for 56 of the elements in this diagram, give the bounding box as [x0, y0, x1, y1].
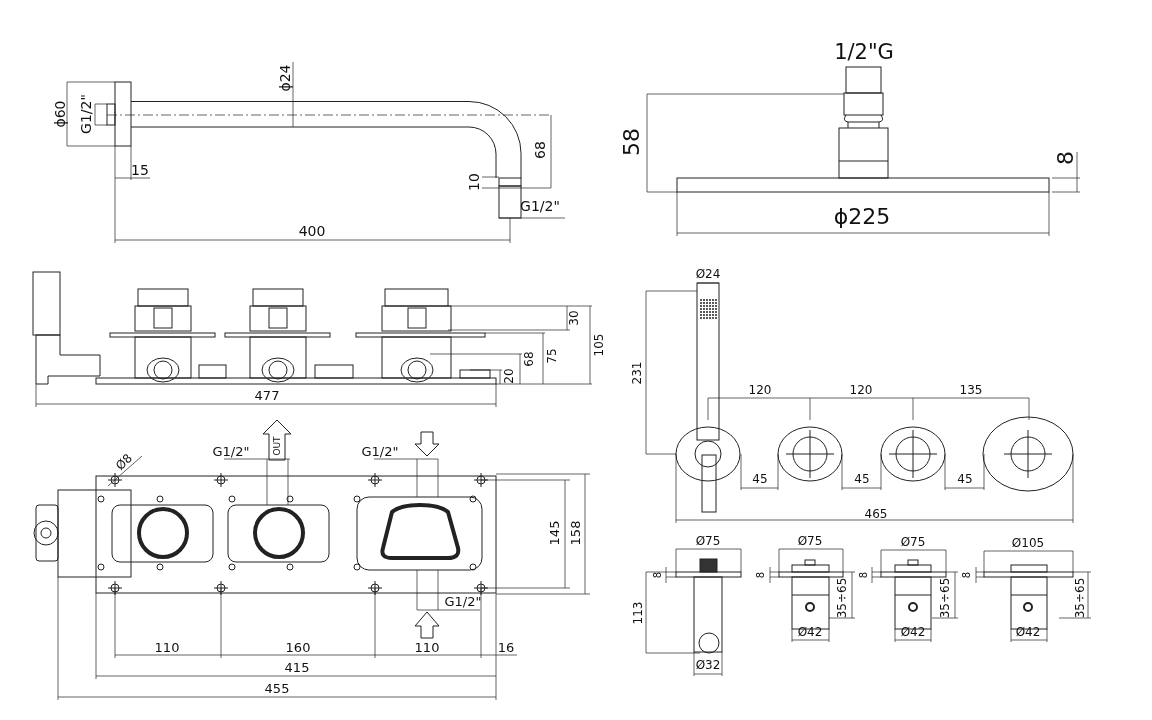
dimension-label: ϕ225 [833, 206, 891, 228]
dimension-label: 8 [859, 571, 869, 579]
dimension-label: 8 [1055, 151, 1077, 165]
dimension-label: Ø75 [900, 536, 926, 548]
dimension-label: 8 [756, 571, 766, 579]
dimension-label: Ø42 [1015, 626, 1041, 638]
dimension-label: Ø42 [797, 626, 823, 638]
dimension-label: ϕ60 [53, 100, 67, 128]
dimension-label: Ø75 [695, 535, 721, 547]
dimension-label: ϕ24 [278, 64, 292, 92]
dimension-label: 110 [154, 640, 180, 654]
port-label: OUT [272, 436, 282, 456]
dimension-label: 8 [653, 571, 663, 579]
dimension-label: 16 [497, 640, 515, 654]
dimension-label: Ø75 [797, 535, 823, 547]
dimension-label: 231 [631, 361, 643, 385]
dimension-label: 20 [503, 368, 515, 384]
dimension-label: Ø42 [900, 626, 926, 638]
dimension-label: 135 [959, 384, 983, 396]
dimension-label: 120 [748, 384, 772, 396]
dimension-label: 455 [264, 681, 290, 695]
dimension-label: 35÷65 [939, 577, 951, 619]
dimension-label: 465 [864, 508, 888, 520]
dimension-label: 400 [298, 224, 326, 238]
thread-label: G1/2" [361, 444, 399, 458]
dimension-label: 8 [962, 571, 972, 579]
thread-label: G1/2" [212, 444, 250, 458]
dimension-label: 30 [568, 310, 580, 326]
thread-label: 1/2"G [834, 41, 894, 63]
dimension-label: 477 [254, 388, 280, 402]
dimension-label: 110 [414, 640, 440, 654]
thread-label: G1/2" [79, 94, 93, 134]
dimension-label: Ø8 [113, 451, 135, 473]
thread-label: G1/2" [520, 199, 560, 213]
dimension-label: Ø32 [695, 659, 721, 671]
dimension-label: Ø105 [1011, 537, 1045, 549]
dimension-label: 35÷65 [1074, 577, 1086, 619]
dimension-label: 160 [285, 640, 311, 654]
dimension-label: 113 [632, 601, 644, 625]
dimension-label: 10 [467, 173, 481, 191]
thread-label: G1/2" [444, 594, 482, 608]
dimension-label: 58 [621, 128, 643, 156]
dimension-label: 35÷65 [836, 577, 848, 619]
dimension-label: 68 [523, 351, 535, 367]
dimension-label: 15 [131, 163, 149, 177]
dimension-label: 158 [568, 520, 582, 546]
dimension-label: Ø24 [695, 268, 721, 280]
dimension-label: 75 [546, 348, 558, 364]
dimension-label: 45 [752, 473, 768, 485]
dimension-label: 45 [957, 473, 973, 485]
dimension-label: 415 [284, 660, 310, 674]
dimension-label: 45 [854, 473, 870, 485]
dimension-label: 120 [849, 384, 873, 396]
dimension-label: 68 [533, 141, 547, 159]
dimension-label: 145 [547, 520, 561, 546]
dimension-label: 105 [593, 333, 605, 357]
